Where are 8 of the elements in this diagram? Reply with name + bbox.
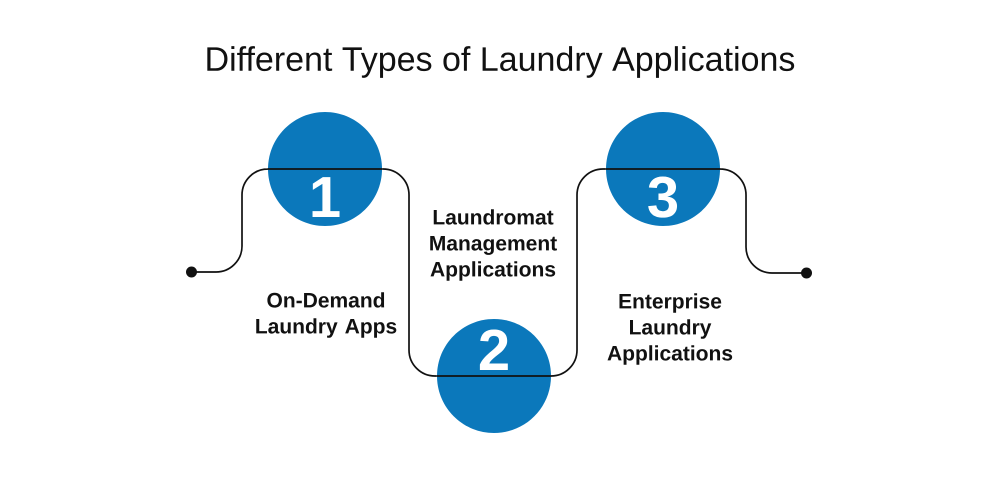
timeline-line: [382, 168, 437, 377]
timeline-line: [550, 168, 606, 377]
step-label: Laundromat Management Applications: [430, 209, 557, 281]
title: Different Types of Laundry Applications: [207, 46, 794, 78]
step-label: On-Demand Laundry Apps: [256, 292, 396, 338]
timeline-line: [186, 168, 269, 278]
timeline-line: [719, 168, 812, 278]
step-label: Enterprise Laundry Applications: [608, 293, 732, 365]
